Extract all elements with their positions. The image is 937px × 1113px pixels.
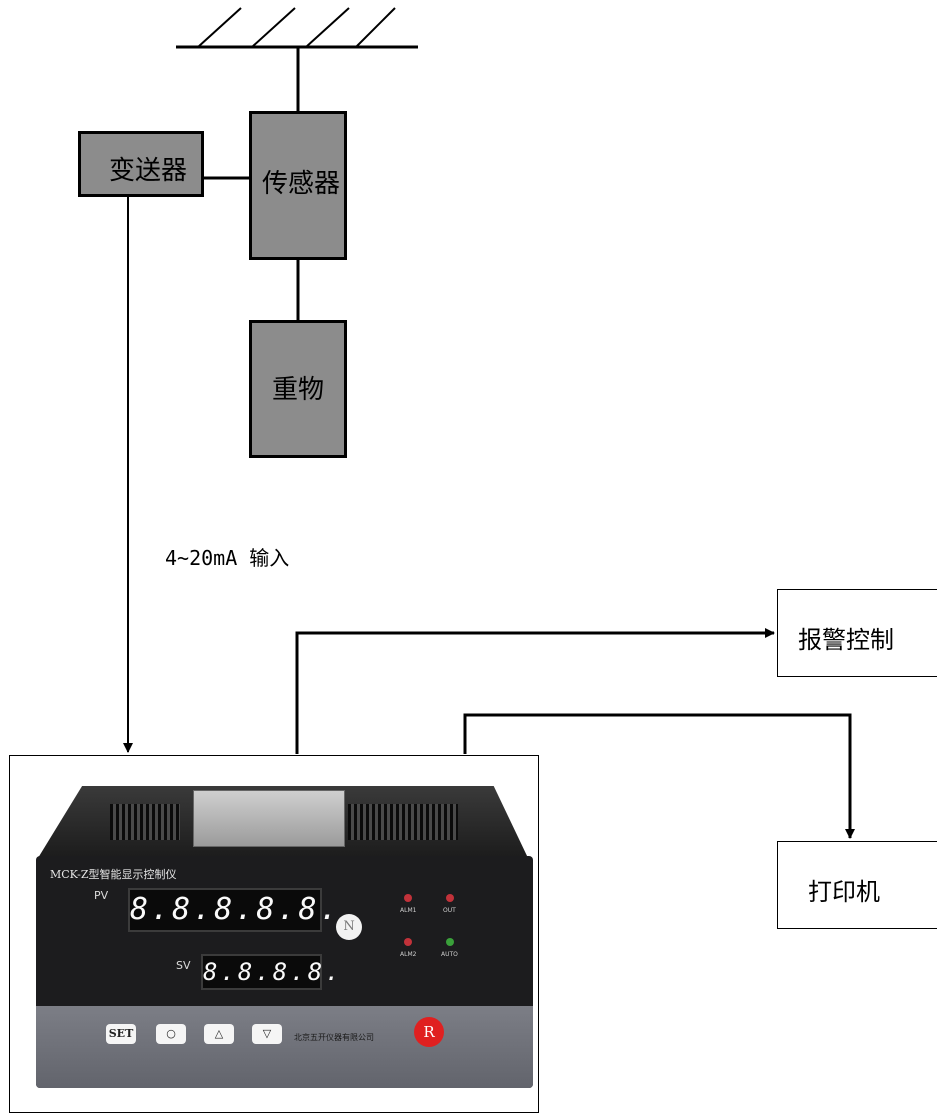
vent-grille-left [110, 804, 180, 840]
sensor-box: 传感器 [249, 111, 347, 260]
printer-arrow [463, 713, 855, 839]
alm1-led [404, 894, 412, 902]
n-button-label: N [343, 919, 355, 934]
label-plate [193, 790, 345, 847]
controller-face: MCK-Z型智能显示控制仪 PV 8.8.8.8.8. N SV 8.8.8.8… [36, 856, 533, 1088]
pv-display: 8.8.8.8.8. [128, 888, 338, 932]
up-button[interactable]: △ [204, 1024, 234, 1044]
auto-led [446, 938, 454, 946]
input-signal-label: 4~20mA 输入 [165, 546, 290, 570]
transmitter-label: 变送器 [109, 156, 188, 186]
printer-box: 打印机 [777, 841, 937, 929]
controller-case-top [38, 786, 528, 858]
circle-button[interactable]: ○ [156, 1024, 186, 1044]
out-led-label: OUT [443, 907, 456, 914]
down-button[interactable]: ▽ [252, 1024, 282, 1044]
alarm-control-label: 报警控制 [798, 626, 894, 654]
device-brand: MCK-Z型智能显示控制仪 [50, 868, 177, 881]
key-panel: SET ○ △ ▽ 北京五开仪器有限公司 R [36, 1006, 533, 1088]
weight-label: 重物 [272, 375, 325, 405]
set-button[interactable]: SET [106, 1024, 136, 1044]
controller-frame: MCK-Z型智能显示控制仪 PV 8.8.8.8.8. N SV 8.8.8.8… [9, 755, 539, 1113]
printer-label: 打印机 [808, 878, 880, 906]
out-led [446, 894, 454, 902]
alm2-led [404, 938, 412, 946]
alm2-led-label: ALM2 [400, 951, 417, 958]
sv-label: SV [176, 959, 191, 972]
r-button[interactable]: R [414, 1017, 444, 1047]
alm1-led-label: ALM1 [400, 907, 417, 914]
alarm-arrow [295, 628, 775, 754]
sensor-label: 传感器 [262, 169, 341, 199]
weight-box: 重物 [249, 320, 347, 458]
vent-grille-right [348, 804, 458, 840]
alarm-control-box: 报警控制 [777, 589, 937, 677]
ground-hatch [197, 7, 396, 48]
auto-led-label: AUTO [441, 951, 458, 958]
pv-label: PV [94, 889, 109, 902]
n-button[interactable]: N [336, 914, 362, 940]
sv-display: 8.8.8.8. [201, 954, 340, 990]
maker-label: 北京五开仪器有限公司 [294, 1033, 374, 1042]
transmitter-box: 变送器 [78, 131, 204, 197]
